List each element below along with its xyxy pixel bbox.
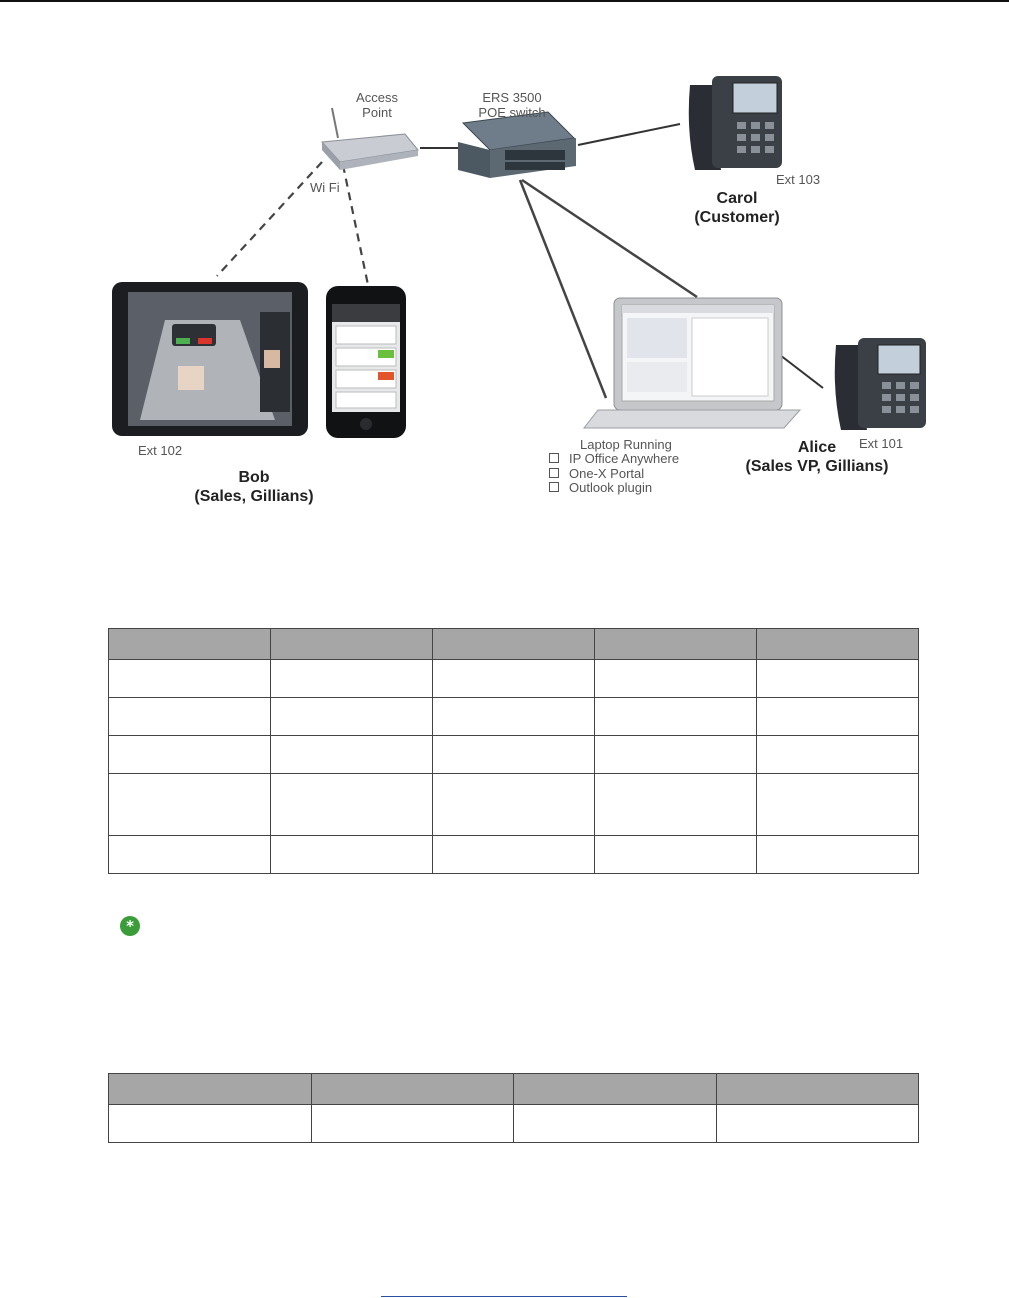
switch-laptop-top-link [521, 178, 698, 299]
table-header-row [108, 1073, 919, 1105]
alice-name-block: Alice (Sales VP, Gillians) [746, 438, 889, 476]
laptop-alice-phone-link [779, 354, 824, 389]
network-diagram [112, 76, 926, 438]
table-cell [756, 735, 919, 774]
laptop-title: Laptop Running [580, 437, 672, 452]
table-header-cell [756, 628, 919, 660]
table-cell [432, 659, 595, 698]
table-cell [108, 697, 271, 736]
carol-name: Carol [716, 190, 758, 207]
access-point-label-line2: Point [362, 105, 392, 120]
switch-laptop-link [518, 179, 608, 399]
table-row [108, 735, 919, 774]
table-cell [715, 1104, 919, 1143]
asterisk-note-icon: * [120, 916, 140, 936]
table-header-cell [270, 628, 433, 660]
table-cell [108, 773, 271, 836]
table-cell [108, 1104, 312, 1143]
laptop-feature-3: Outlook plugin [549, 480, 652, 495]
wifi-tablet-link [216, 161, 323, 277]
table-cell [594, 773, 757, 836]
top-rule [0, 0, 1009, 2]
carol-desk-phone-icon [688, 76, 782, 170]
table-cell [270, 659, 433, 698]
table-cell [756, 773, 919, 836]
table-cell [432, 697, 595, 736]
access-point-label: Access Point [356, 90, 398, 120]
bob-name-block: Bob (Sales, Gillians) [194, 468, 313, 506]
table-header-cell [310, 1073, 514, 1105]
table-header-cell [432, 628, 595, 660]
table-cell [594, 697, 757, 736]
table-cell [270, 835, 433, 874]
alice-name: Alice [797, 439, 837, 456]
table-header-cell [108, 628, 271, 660]
wifi-phone-link [341, 164, 370, 286]
alice-desk-phone-icon [834, 338, 926, 430]
table-cell [108, 735, 271, 774]
bob-role: (Sales, Gillians) [194, 488, 314, 505]
poe-switch-icon [458, 111, 576, 178]
table-cell [270, 773, 433, 836]
table-header-row [108, 628, 919, 660]
table-row [108, 1104, 919, 1143]
bob-smartphone-icon [326, 286, 406, 438]
table-cell [594, 835, 757, 874]
table-header-cell [715, 1073, 919, 1105]
alice-laptop-icon [582, 297, 802, 429]
carol-ext-label: Ext 103 [776, 172, 821, 187]
table-row [108, 697, 919, 736]
carol-role: (Customer) [694, 209, 780, 226]
table-cell [432, 735, 595, 774]
laptop-feature-2: One-X Portal [549, 466, 644, 481]
bob-ext-label: Ext 102 [138, 443, 183, 458]
access-point-label-line1: Access [356, 90, 398, 105]
access-point-icon [320, 107, 419, 170]
table-row [108, 773, 919, 836]
table-row [108, 659, 919, 698]
laptop-feature-1-label: IP Office Anywhere [569, 451, 680, 466]
table-cell [270, 735, 433, 774]
switch-label: ERS 3500 POE switch [478, 90, 545, 120]
checkbox-icon [549, 453, 559, 463]
table-cell [432, 773, 595, 836]
table-cell [270, 697, 433, 736]
laptop-feature-2-label: One-X Portal [569, 466, 645, 481]
bob-tablet-icon [112, 282, 308, 436]
table-cell [432, 835, 595, 874]
table-cell [108, 659, 271, 698]
carol-name-block: Carol (Customer) [694, 189, 779, 227]
table-header-cell [513, 1073, 717, 1105]
alice-ext-label: Ext 101 [859, 436, 904, 451]
bob-name: Bob [238, 469, 270, 486]
table-cell [513, 1104, 717, 1143]
checkbox-icon [549, 482, 559, 492]
table-cell [108, 835, 271, 874]
table-cell [594, 659, 757, 698]
checkbox-icon [549, 468, 559, 478]
table-cell [594, 735, 757, 774]
switch-carol-link [577, 123, 681, 146]
wifi-label: Wi Fi [310, 180, 340, 195]
second-table [108, 1073, 919, 1143]
switch-label-line2: POE switch [478, 105, 546, 120]
footer-link-underline[interactable] [381, 1296, 627, 1297]
table-cell [310, 1104, 514, 1143]
table-cell [756, 697, 919, 736]
table-header-cell [108, 1073, 312, 1105]
alice-role: (Sales VP, Gillians) [745, 458, 889, 475]
table-cell [756, 835, 919, 874]
laptop-feature-3-label: Outlook plugin [569, 480, 653, 495]
table-cell [756, 659, 919, 698]
table-row [108, 835, 919, 874]
laptop-feature-1: IP Office Anywhere [549, 451, 679, 466]
table-header-cell [594, 628, 757, 660]
switch-label-line1: ERS 3500 [482, 90, 542, 105]
extension-table [108, 628, 919, 874]
